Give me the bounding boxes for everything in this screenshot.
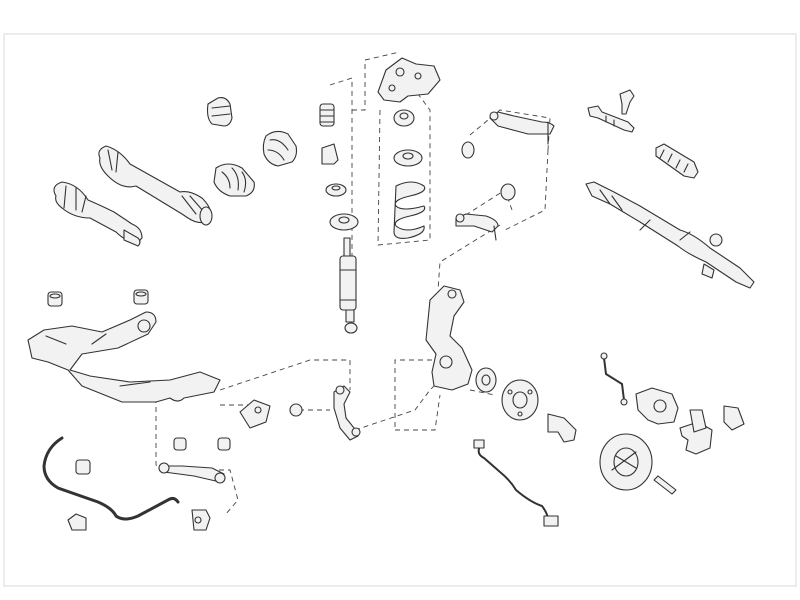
- stabilizer-bushing: [75, 459, 91, 475]
- wheel-bearing: [475, 367, 497, 393]
- drive-shaft-lower: [53, 181, 143, 247]
- diagram-frame: [3, 33, 797, 587]
- upper-control-arm-bushing: [461, 141, 475, 159]
- shock-top-bushing: [319, 103, 335, 127]
- coil-spring: [393, 181, 426, 239]
- stabilizer-bar: [42, 436, 180, 521]
- drive-shaft-upper: [98, 145, 213, 226]
- subframe-bracket: [239, 399, 271, 429]
- lower-control-arm: [158, 462, 226, 484]
- shock-spring-seat: [329, 213, 359, 231]
- wheel-bolt: [653, 475, 677, 495]
- lower-arm-bushing-right: [217, 437, 231, 451]
- boot-small: [206, 97, 233, 127]
- upper-control-arm-rear: [489, 111, 555, 145]
- tie-rod-end-outer: [587, 105, 635, 133]
- stabilizer-link: [191, 509, 211, 531]
- shock-bearing: [325, 183, 347, 197]
- upper-control-arm-front: [455, 213, 499, 241]
- brake-pads: [689, 405, 745, 433]
- shock-absorber: [339, 237, 358, 334]
- small-bushing: [289, 403, 303, 417]
- abs-sensor: [473, 439, 559, 527]
- subframe-bushing-right: [133, 289, 149, 305]
- steering-boot: [655, 143, 699, 179]
- brake-disc: [599, 433, 653, 491]
- dust-shield: [547, 413, 577, 443]
- brake-hose: [600, 352, 628, 406]
- subframe-bushing-left: [47, 291, 63, 307]
- spring-seat: [393, 149, 423, 167]
- strut-top-mount: [377, 57, 441, 103]
- stabilizer-clamp: [67, 513, 87, 531]
- steering-rack: [585, 181, 755, 289]
- arm-bushing: [500, 183, 516, 201]
- top-mount-bushing: [393, 109, 415, 127]
- shock-dust-cap: [321, 143, 339, 165]
- boot-large: [262, 130, 298, 167]
- brake-caliper: [635, 387, 679, 425]
- wheel-hub: [501, 379, 539, 421]
- front-subframe: [27, 311, 221, 403]
- steering-knuckle: [425, 285, 473, 391]
- cv-joint-boot: [213, 163, 255, 197]
- lower-arm-bushing-left: [173, 437, 187, 451]
- track-control-arm: [333, 385, 361, 441]
- tie-rod-end-inner: [619, 89, 635, 115]
